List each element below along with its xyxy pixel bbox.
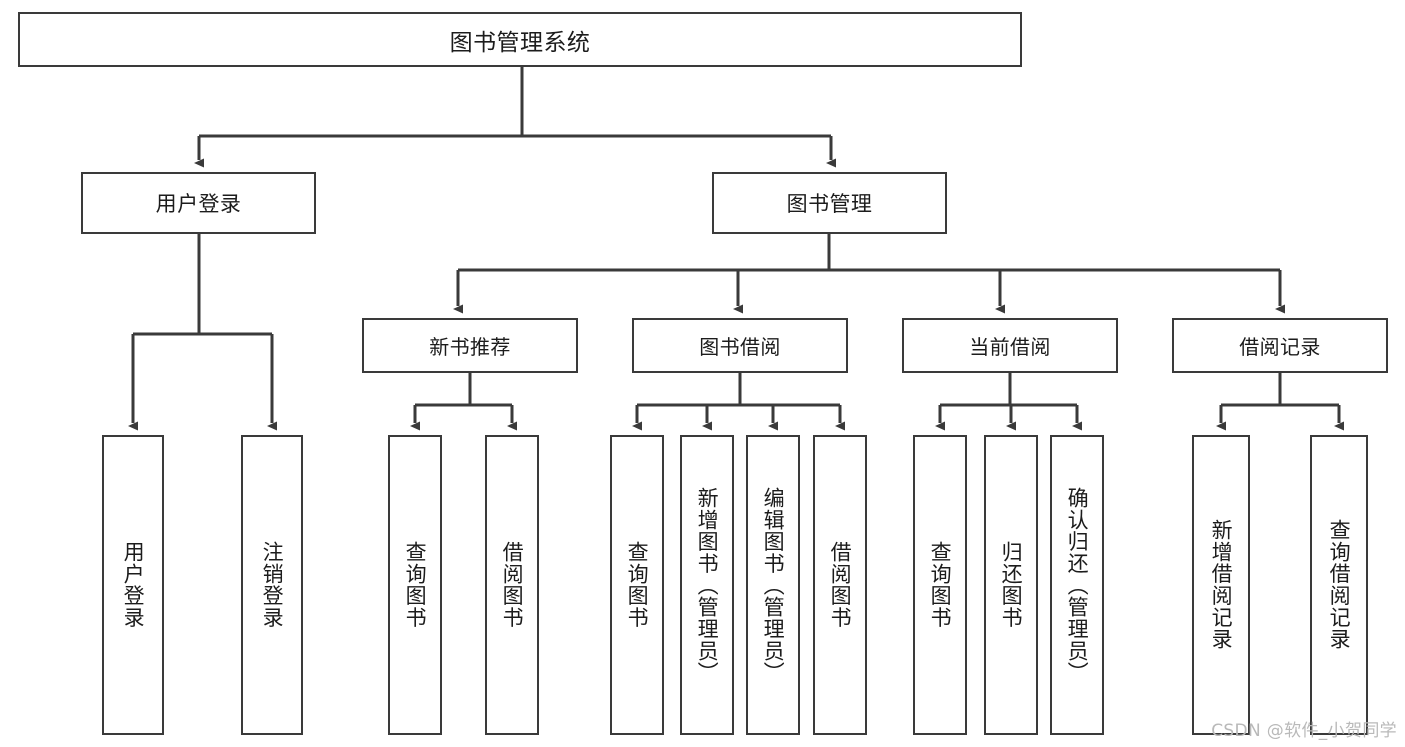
node-leaf-confirm-return[interactable]: 确认归还（管理员） [1050,435,1104,735]
node-leaf-query-book-3-label: 查询图书 [928,541,953,629]
node-new-book-rec[interactable]: 新书推荐 [362,318,578,373]
node-leaf-query-book-1-label: 查询图书 [403,541,428,629]
node-book-borrow-label: 图书借阅 [699,335,781,359]
node-leaf-logout[interactable]: 注销登录 [241,435,303,735]
node-user-login-label: 用户登录 [155,192,242,216]
node-leaf-borrow-book-2[interactable]: 借阅图书 [813,435,867,735]
node-leaf-borrow-book-1[interactable]: 借阅图书 [485,435,539,735]
node-user-login[interactable]: 用户登录 [81,172,316,234]
node-leaf-add-book-label: 新增图书（管理员） [695,486,720,684]
node-leaf-borrow-book-1-label: 借阅图书 [500,541,525,629]
node-leaf-edit-book[interactable]: 编辑图书（管理员） [746,435,800,735]
node-borrow-record[interactable]: 借阅记录 [1172,318,1388,373]
node-current-borrow[interactable]: 当前借阅 [902,318,1118,373]
node-leaf-add-book[interactable]: 新增图书（管理员） [680,435,734,735]
node-book-manage[interactable]: 图书管理 [712,172,947,234]
node-leaf-query-record[interactable]: 查询借阅记录 [1310,435,1368,735]
node-leaf-edit-book-label: 编辑图书（管理员） [761,486,786,684]
node-leaf-query-book-2-label: 查询图书 [625,541,650,629]
node-leaf-query-record-label: 查询借阅记录 [1327,519,1352,651]
node-book-borrow[interactable]: 图书借阅 [632,318,848,373]
node-leaf-user-login[interactable]: 用户登录 [102,435,164,735]
node-new-book-rec-label: 新书推荐 [429,335,511,359]
node-leaf-return-book[interactable]: 归还图书 [984,435,1038,735]
node-borrow-record-label: 借阅记录 [1239,335,1321,359]
node-root[interactable]: 图书管理系统 [18,12,1022,67]
node-leaf-add-record-label: 新增借阅记录 [1209,519,1234,651]
node-leaf-logout-label: 注销登录 [260,541,285,629]
node-current-borrow-label: 当前借阅 [969,335,1051,359]
node-root-label: 图书管理系统 [449,29,591,56]
node-leaf-borrow-book-2-label: 借阅图书 [828,541,853,629]
node-leaf-query-book-2[interactable]: 查询图书 [610,435,664,735]
node-leaf-add-record[interactable]: 新增借阅记录 [1192,435,1250,735]
node-leaf-query-book-1[interactable]: 查询图书 [388,435,442,735]
node-leaf-query-book-3[interactable]: 查询图书 [913,435,967,735]
node-leaf-return-book-label: 归还图书 [999,541,1024,629]
node-leaf-user-login-label: 用户登录 [121,541,146,629]
watermark: CSDN @软件_小贺同学 [1211,721,1397,741]
node-leaf-confirm-return-label: 确认归还（管理员） [1065,486,1090,684]
node-book-manage-label: 图书管理 [786,192,873,216]
